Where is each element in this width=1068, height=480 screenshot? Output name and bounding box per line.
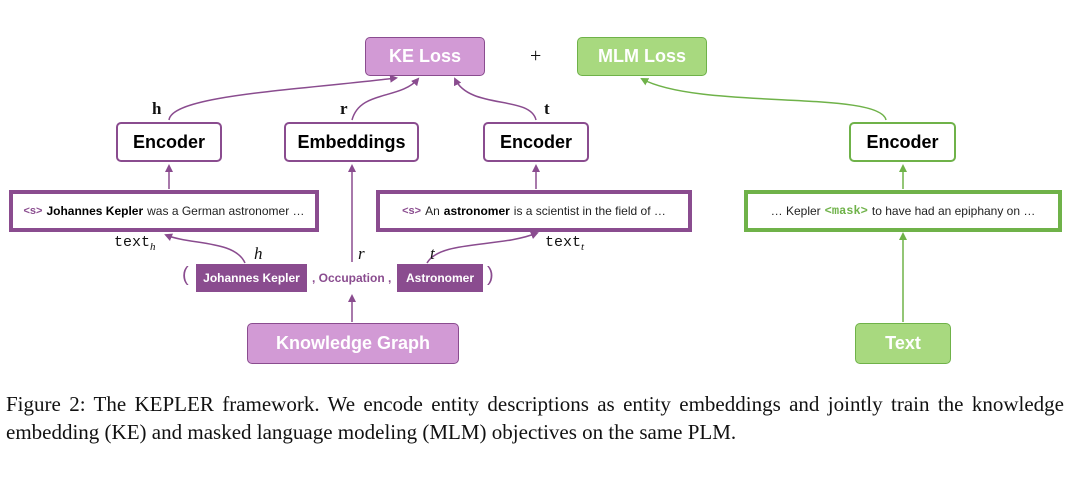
description-mlm: … Kepler <mask> to have had an epiphany … xyxy=(744,190,1062,232)
arrow-encoder-to-mlm-loss xyxy=(640,78,887,121)
label-h-vector: h xyxy=(152,99,162,118)
description-text: to have had an epiphany on … xyxy=(871,204,1036,218)
description-head: <s> Johannes Kepler was a German astrono… xyxy=(9,190,319,232)
relation-label: , Occupation , xyxy=(312,271,392,285)
plus-sign: + xyxy=(530,45,542,67)
text-box: Text xyxy=(855,323,951,364)
ke-loss-box: KE Loss xyxy=(365,37,485,76)
description-text: was a German astronomer … xyxy=(147,204,305,218)
label-h-entity: h xyxy=(254,244,263,263)
entity-name: astronomer xyxy=(443,204,510,218)
label-r-vector: r xyxy=(340,99,348,118)
arrow-head-entity-to-desc xyxy=(164,233,246,264)
entity-name: Johannes Kepler xyxy=(46,204,144,218)
label-t-entity: t xyxy=(430,244,435,263)
encoder-mlm: Encoder xyxy=(849,122,956,162)
mlm-loss-box: MLM Loss xyxy=(577,37,707,76)
arrow-h-to-ke-loss xyxy=(168,74,398,121)
label-text-h: texth xyxy=(114,234,156,253)
encoder-head: Encoder xyxy=(116,122,222,162)
description-prefix: … Kepler xyxy=(770,204,821,218)
label-text-t: textt xyxy=(545,234,585,253)
close-paren: ) xyxy=(487,264,494,286)
start-token: <s> xyxy=(402,205,422,217)
mask-token: <mask> xyxy=(824,204,868,218)
start-token: <s> xyxy=(23,205,43,217)
open-paren: ( xyxy=(182,264,189,286)
description-tail: <s> An astronomer is a scientist in the … xyxy=(376,190,692,232)
description-text: is a scientist in the field of … xyxy=(513,204,666,218)
encoder-tail: Encoder xyxy=(483,122,589,162)
embeddings-relation: Embeddings xyxy=(284,122,419,162)
label-r-relation: r xyxy=(358,244,365,263)
arrow-tail-entity-to-desc xyxy=(426,231,539,264)
knowledge-graph-box: Knowledge Graph xyxy=(247,323,459,364)
arrow-r-to-ke-loss xyxy=(351,77,420,121)
label-t-vector: t xyxy=(544,99,550,118)
head-entity: Johannes Kepler xyxy=(196,264,307,292)
arrow-t-to-ke-loss xyxy=(454,77,537,121)
description-prefix: An xyxy=(425,204,440,218)
figure-caption: Figure 2: The KEPLER framework. We encod… xyxy=(6,392,1064,444)
tail-entity: Astronomer xyxy=(397,264,483,292)
